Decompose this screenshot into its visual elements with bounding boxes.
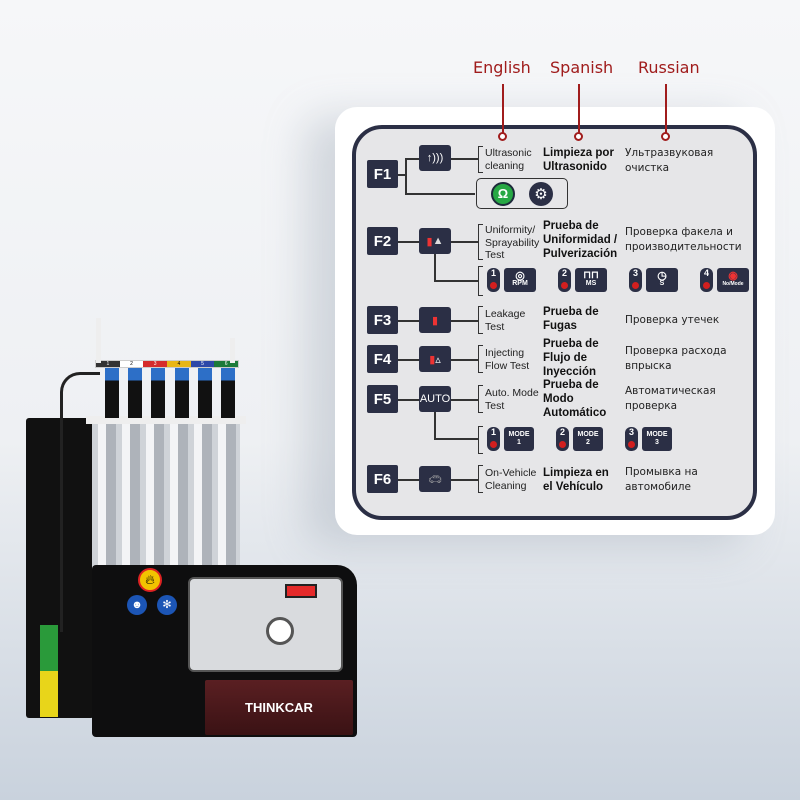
f6-english: On-Vehicle Cleaning <box>485 467 537 492</box>
glass-cylinders <box>92 420 240 570</box>
step-4-indicator: 4 <box>700 268 713 292</box>
pointer-dot <box>661 132 670 141</box>
step-2-indicator: 2 <box>558 268 571 292</box>
fan-icon: ✻ <box>157 595 177 615</box>
f2-russian: Проверка факела и производительности <box>625 226 742 253</box>
f4-russian: Проверка расхода впрыска <box>625 345 727 372</box>
mode-2-indicator: 2 <box>556 427 569 451</box>
pulse-icon: ⊓⊓MS <box>575 268 607 292</box>
pointer-line <box>502 84 504 134</box>
flow-icon: ▮▵ <box>419 346 451 372</box>
control-panel <box>188 577 343 672</box>
brand-label: THINKCAR <box>205 680 353 735</box>
leak-icon: ▮ <box>419 307 451 333</box>
f6-spanish: Limpieza en el Vehículo <box>543 467 609 493</box>
mode-1-indicator: 1 <box>487 427 500 451</box>
fuel-rail: 1 2 3 4 5 6 <box>95 360 239 368</box>
f2-spanish: Prueba de Uniformidad / Pulverización <box>543 220 618 260</box>
language-label-english: English <box>473 58 531 77</box>
step-1-indicator: 1 <box>487 268 500 292</box>
f3-russian: Проверка утечек <box>625 314 720 326</box>
pressure-gauge <box>266 617 294 645</box>
language-label-russian: Russian <box>638 58 700 77</box>
f2-submodes: 1 ◎RPM 2 ⊓⊓MS 3 ◷S 4 ◉No/Mode <box>487 268 749 292</box>
f1-key: F1 <box>367 160 398 188</box>
f5-key: F5 <box>367 385 398 413</box>
f4-english: Injecting Flow Test <box>485 347 530 372</box>
f2-key: F2 <box>367 227 398 255</box>
car-icon: 🚗︎ <box>419 466 451 492</box>
hose <box>60 372 100 632</box>
eye-icon: ◉No/Mode <box>717 268 749 292</box>
f6-russian: Промывка на автомобиле <box>625 466 698 493</box>
f1-spanish: Limpieza por Ultrasonido <box>543 147 614 173</box>
mode-3-indicator: 3 <box>625 427 638 451</box>
led-display <box>285 584 317 598</box>
gear-icon: ⚙ <box>529 181 553 206</box>
f5-russian: Автоматическая проверка <box>625 385 716 412</box>
no-fire-warning-icon: 🔥︎ <box>138 568 162 592</box>
spray-icon: ▮▲ <box>419 228 451 254</box>
pointer-line <box>578 84 580 134</box>
f1-options: Ω ⚙ <box>476 178 568 209</box>
f2-english: Uniformity/ Sprayability Test <box>485 224 540 261</box>
f5-spanish: Prueba de Modo Automático <box>543 379 607 419</box>
goggles-icon: ☻ <box>127 595 147 615</box>
auto-icon: AUTO <box>419 386 451 412</box>
f4-spanish: Prueba de Flujo de Inyección <box>543 338 599 378</box>
clock-icon: ◷S <box>646 268 678 292</box>
injectors <box>100 368 240 418</box>
omega-icon: Ω <box>491 181 515 206</box>
f3-key: F3 <box>367 306 398 334</box>
rpm-icon: ◎RPM <box>504 268 536 292</box>
f4-key: F4 <box>367 345 398 373</box>
ultrasonic-icon: ↑))) <box>419 145 451 171</box>
f5-english: Auto. Mode Test <box>485 387 539 412</box>
pointer-line <box>665 84 667 134</box>
level-gauge <box>40 625 58 717</box>
f1-english: Ultrasonic cleaning <box>485 147 532 172</box>
f1-russian: Ультразвуковая очистка <box>625 147 714 174</box>
f6-key: F6 <box>367 465 398 493</box>
language-label-spanish: Spanish <box>550 58 614 77</box>
step-3-indicator: 3 <box>629 268 642 292</box>
pointer-dot <box>574 132 583 141</box>
f3-spanish: Prueba de Fugas <box>543 306 599 332</box>
f3-english: Leakage Test <box>485 308 526 333</box>
pointer-dot <box>498 132 507 141</box>
